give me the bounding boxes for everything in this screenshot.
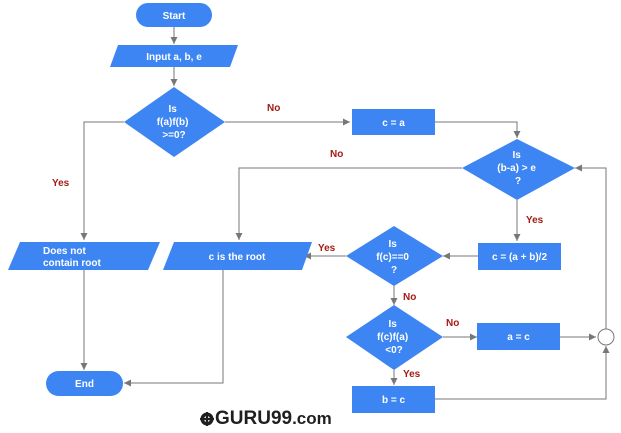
no-root-node: Does not contain root (8, 242, 160, 270)
label-root-no: No (403, 292, 416, 303)
check-product-line-2: f(c)f(a) (377, 332, 408, 343)
check-interval-decision: Is (b-a) > e ? (462, 139, 575, 200)
label-interval-yes: Yes (526, 215, 544, 226)
is-root-node: c is the root (163, 242, 312, 270)
check-interval-line-3: ? (515, 176, 521, 187)
label-sign-yes: Yes (52, 178, 70, 189)
no-root-label: Does not contain root (43, 246, 101, 269)
check-root-line-3: ? (391, 265, 397, 276)
gear-icon (200, 412, 214, 426)
check-interval-line-2: (b-a) > e (497, 163, 536, 174)
assign-c-a-node: c = a (352, 109, 435, 135)
edge-sign-yes (80, 121, 124, 240)
no-root-line-2: contain root (43, 258, 101, 269)
assign-c-a-label: c = a (382, 118, 405, 129)
check-sign-line-2: f(a)f(b) (157, 117, 189, 128)
check-root-line-1: Is (388, 239, 397, 250)
edge-root-end (124, 270, 224, 387)
check-product-decision: Is f(c)f(a) <0? (346, 305, 443, 370)
end-label: End (75, 379, 94, 390)
check-interval-label: Is (b-a) > e ? (497, 150, 538, 187)
check-sign-decision: Is f(a)f(b) >=0? (124, 87, 225, 157)
check-root-line-2: f(c)==0 (376, 252, 409, 263)
edge-interval-no (235, 167, 462, 240)
assign-a-c-node: a = c (477, 323, 560, 350)
check-root-label: Is f(c)==0 ? (376, 239, 412, 276)
midpoint-label: c = (a + b)/2 (492, 252, 547, 263)
is-root-label: c is the root (209, 252, 266, 263)
check-sign-line-1: Is (168, 104, 177, 115)
start-node: Start (136, 3, 212, 27)
label-sign-no: No (267, 103, 280, 114)
check-product-line-1: Is (388, 319, 397, 330)
brand-name: GURU99 (215, 408, 293, 429)
check-root-decision: Is f(c)==0 ? (346, 226, 443, 286)
label-root-yes: Yes (318, 243, 336, 254)
edges (80, 27, 610, 400)
input-label: Input a, b, e (146, 52, 202, 63)
edge-b-c-to-junction (435, 346, 610, 400)
edge-junction-loop (575, 164, 607, 329)
label-interval-no: No (330, 149, 343, 160)
check-product-line-3: <0? (385, 345, 403, 356)
edge-labels: No Yes No Yes Yes No No Yes (52, 103, 544, 380)
edge-c-a-to-check-interval (435, 121, 521, 138)
start-label: Start (163, 11, 186, 22)
brand-suffix: .com (292, 409, 332, 428)
assign-b-c-node: b = c (352, 386, 435, 413)
check-sign-line-3: >=0? (162, 130, 185, 141)
guru99-logo: GURU99.com (200, 408, 332, 430)
check-product-label: Is f(c)f(a) <0? (377, 319, 411, 356)
check-interval-line-1: Is (512, 150, 521, 161)
assign-b-c-label: b = c (382, 395, 406, 406)
check-sign-label: Is f(a)f(b) >=0? (157, 104, 191, 141)
loop-junction (597, 328, 615, 346)
input-node: Input a, b, e (110, 45, 238, 67)
midpoint-node: c = (a + b)/2 (478, 243, 561, 270)
label-product-yes: Yes (403, 369, 421, 380)
assign-a-c-label: a = c (507, 332, 530, 343)
label-product-no: No (446, 318, 459, 329)
no-root-line-1: Does not (43, 246, 86, 257)
end-node: End (46, 371, 123, 396)
